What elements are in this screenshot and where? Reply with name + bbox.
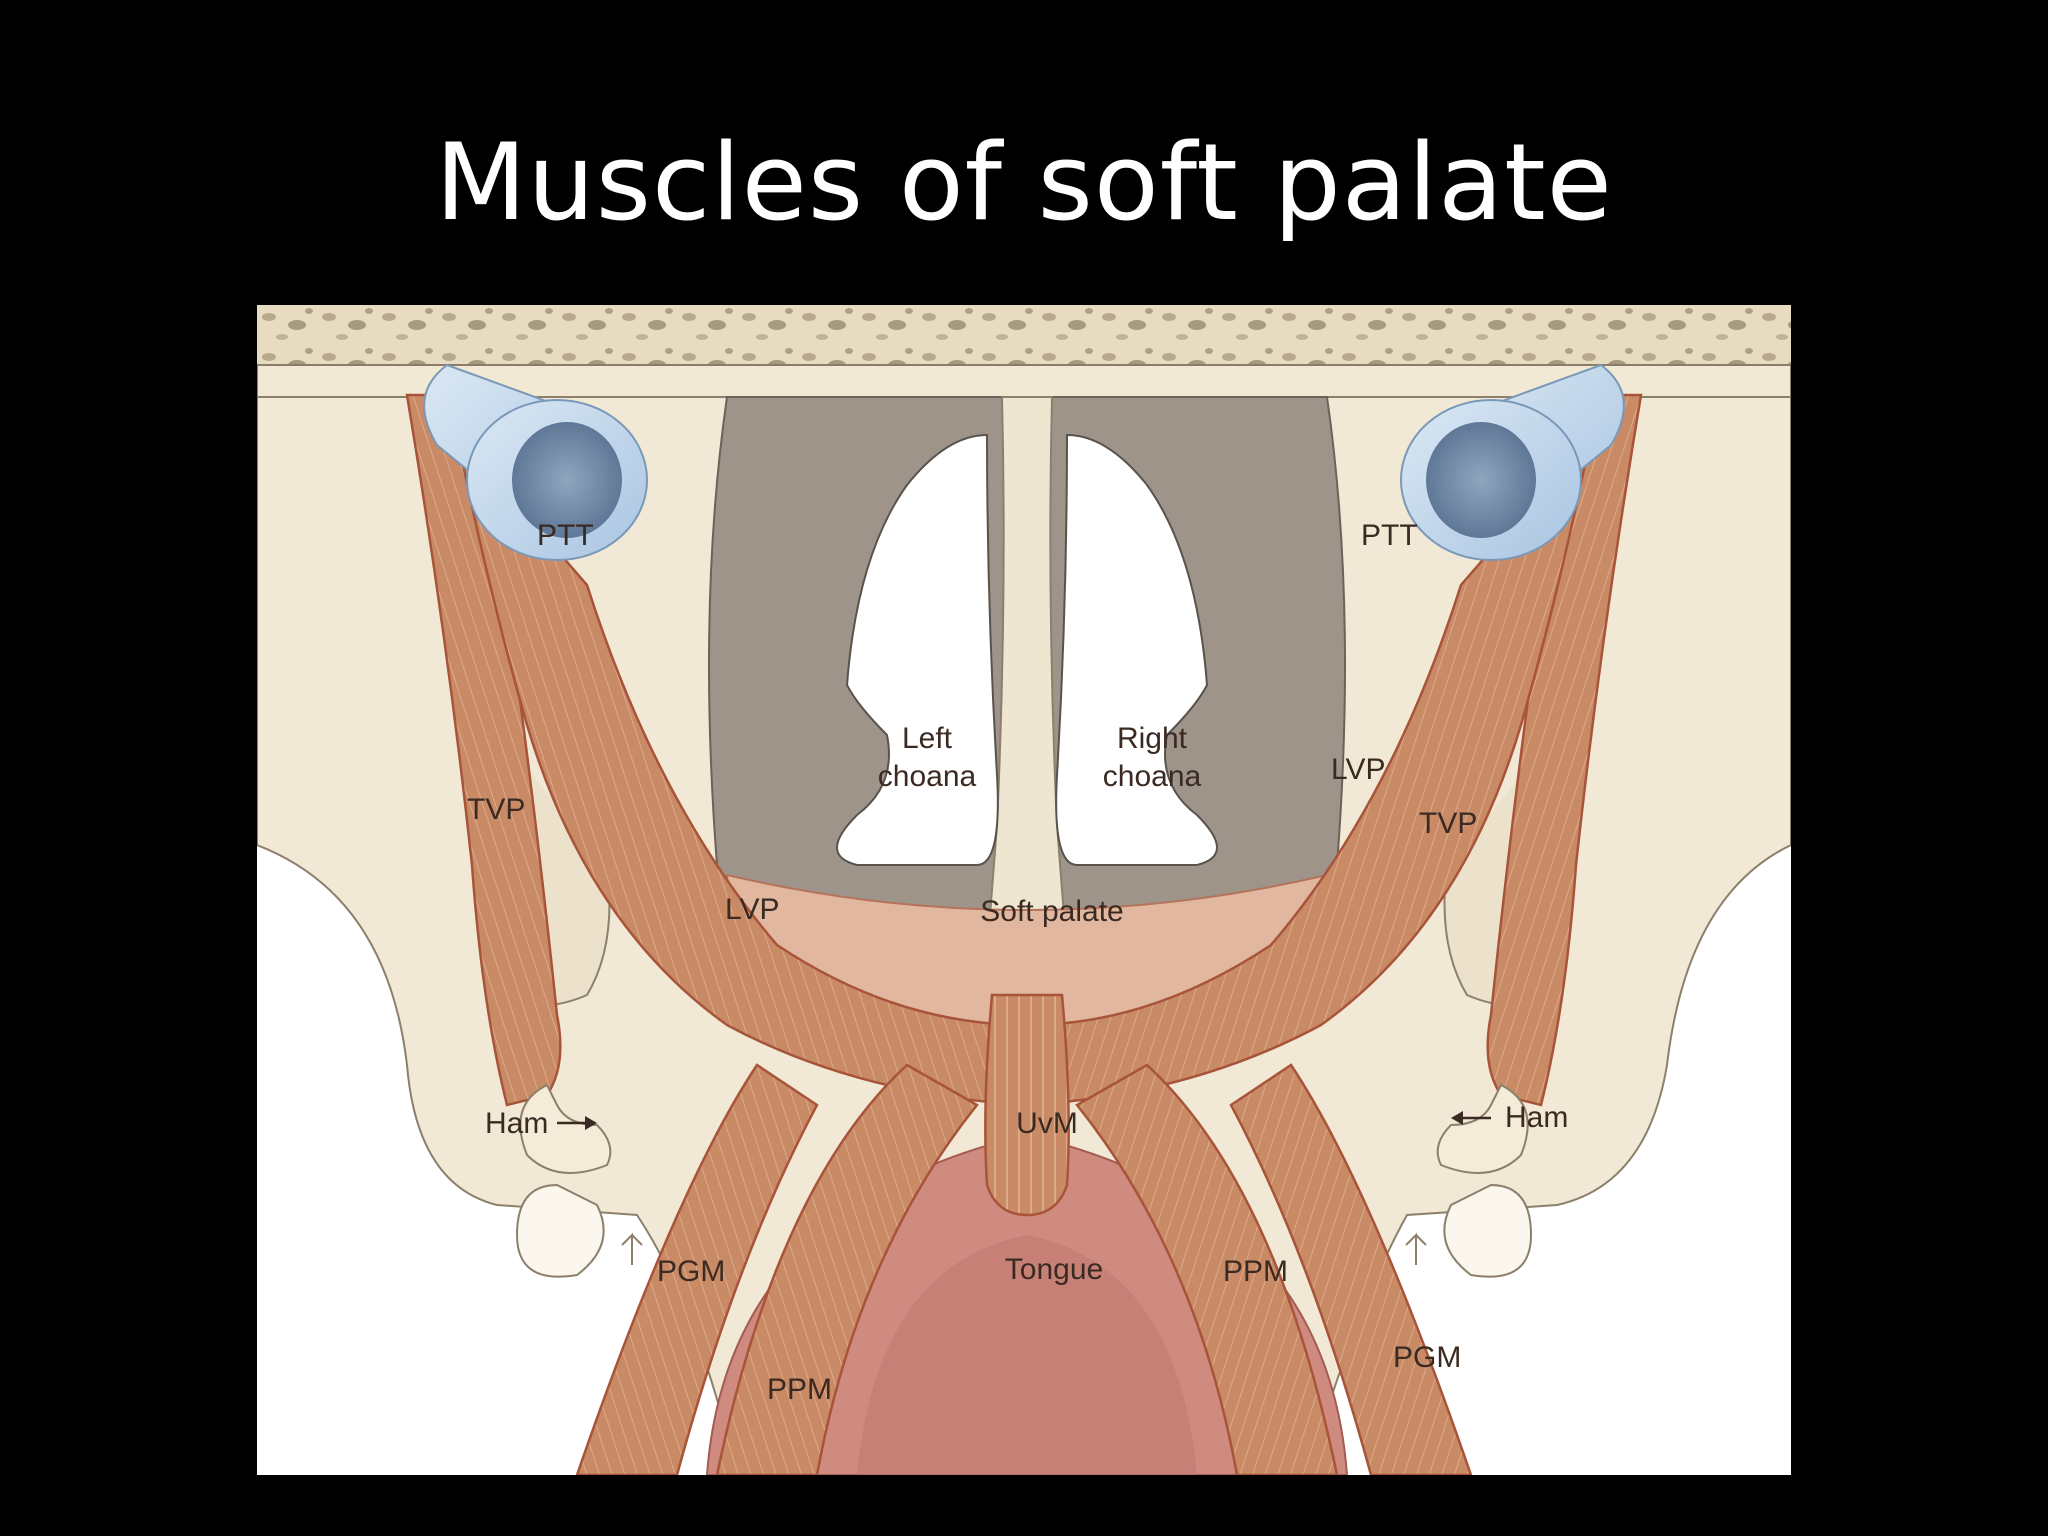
slide-title: Muscles of soft palate	[435, 121, 1613, 244]
pgm-left-pointer	[621, 1232, 643, 1265]
anatomy-figure: PTT PTT Left choana Right choana TVP TVP…	[257, 305, 1791, 1475]
label-pgm-right: PGM	[1393, 1341, 1461, 1374]
ptt-tube-right	[1400, 363, 1625, 561]
pgm-muscle-right	[1229, 1063, 1473, 1475]
label-uvm: UvM	[1016, 1107, 1078, 1140]
tooth-right	[1443, 1183, 1533, 1278]
ptt-tube-left	[423, 363, 648, 561]
pgm-muscle-left	[575, 1063, 819, 1475]
label-ppm-left: PPM	[767, 1373, 832, 1406]
label-right-choana-line2: choana	[1103, 760, 1202, 793]
label-ptt-left: PTT	[537, 519, 594, 552]
tongue-surface	[857, 1235, 1197, 1475]
uvula-muscle	[984, 993, 1070, 1217]
label-ham-right: Ham	[1505, 1101, 1568, 1134]
label-tvp-right: TVP	[1419, 807, 1477, 840]
ham-arrow-right	[1451, 1111, 1491, 1125]
label-right-choana-line1: Right	[1117, 722, 1188, 755]
skull-base-plate	[257, 364, 1791, 398]
hamulus-right	[1436, 1083, 1529, 1174]
soft-palate-diagram: PTT PTT Left choana Right choana TVP TVP…	[257, 305, 1791, 1475]
label-tvp-left: TVP	[467, 793, 525, 826]
tooth-left	[515, 1183, 605, 1278]
label-pgm-left: PGM	[657, 1255, 725, 1288]
label-left-choana-line2: choana	[878, 760, 977, 793]
label-ham-left: Ham	[485, 1107, 548, 1140]
ppm-muscle-right	[1075, 1063, 1339, 1475]
label-ppm-right: PPM	[1223, 1255, 1288, 1288]
label-tongue: Tongue	[1005, 1253, 1103, 1286]
right-choana	[1055, 433, 1218, 866]
label-soft-palate: Soft palate	[980, 895, 1123, 928]
left-choana	[836, 433, 999, 866]
label-ptt-right: PTT	[1361, 519, 1418, 552]
ham-arrow-left	[557, 1116, 597, 1130]
label-left-choana-line1: Left	[902, 722, 953, 755]
pgm-right-pointer	[1405, 1232, 1427, 1265]
label-lvp-left: LVP	[725, 893, 779, 926]
label-lvp-right: LVP	[1331, 753, 1385, 786]
ppm-muscle-left	[715, 1063, 979, 1475]
